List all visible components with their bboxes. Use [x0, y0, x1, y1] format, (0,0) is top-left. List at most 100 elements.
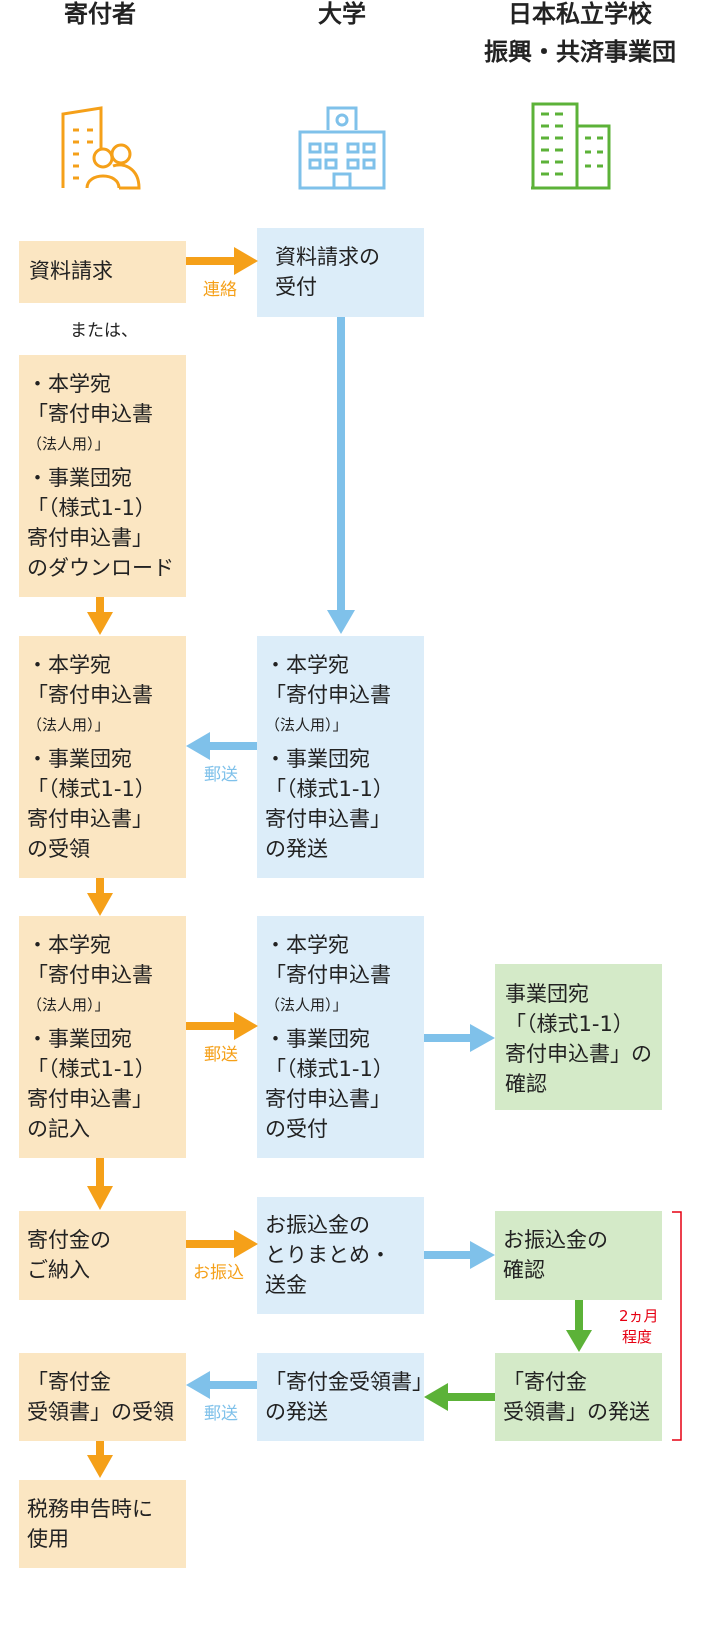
box-line: ・事業団宛	[27, 466, 132, 490]
box-line: 「（様式1-1）	[27, 496, 156, 520]
send-receipt-foundation-box: 「寄付金 受領書」の発送	[495, 1353, 662, 1441]
box-line: 受領書」の受領	[27, 1400, 174, 1424]
box-line: ・本学宛	[27, 372, 111, 396]
box-line: の記入	[27, 1117, 90, 1141]
box-line: 税務申告時に	[27, 1497, 153, 1521]
arrow-down-blue	[327, 317, 355, 634]
tax-box: 税務申告時に 使用	[19, 1480, 186, 1568]
label-contact: 連絡	[203, 280, 237, 300]
box-line: 寄付申込書」の	[505, 1042, 652, 1066]
box-line: 確認	[503, 1258, 545, 1282]
duration-bracket	[672, 1211, 682, 1441]
receive-receipt-box: 「寄付金 受領書」の受領	[19, 1353, 186, 1441]
arrow-down-orange	[87, 878, 113, 916]
box-line: お振込金の	[503, 1228, 608, 1252]
arrow-down-orange	[87, 597, 113, 635]
box-line: お振込金の	[265, 1213, 370, 1237]
confirm-transfer-box: お振込金の 確認	[495, 1211, 662, 1300]
box-line: 「（様式1-1）	[265, 777, 394, 801]
box-line: （法人用）」	[265, 716, 348, 734]
box-line: 「（様式1-1）	[27, 1057, 156, 1081]
box-line: ・事業団宛	[27, 747, 132, 771]
box-line: 使用	[27, 1527, 69, 1551]
box-line: 確認	[505, 1072, 547, 1096]
arrow-down-orange	[87, 1441, 113, 1478]
request-box: 資料請求	[19, 241, 186, 303]
arrow-left-mail	[186, 732, 257, 760]
arrow-down-orange	[87, 1158, 113, 1210]
box-line: 「寄付申込書	[27, 683, 153, 707]
box-line: 寄付申込書」	[27, 807, 153, 831]
box-line: の受領	[27, 837, 90, 861]
box-line: 「（様式1-1）	[265, 1057, 394, 1081]
box-line: （法人用）」	[27, 716, 110, 734]
box-line: ・事業団宛	[265, 747, 370, 771]
box-line: の受付	[265, 1117, 328, 1141]
arrow-right-blue	[424, 1241, 495, 1269]
box-line: 寄付申込書」	[27, 1087, 153, 1111]
header-foundation-line1: 日本私立学校	[508, 0, 652, 28]
box-line: ご納入	[27, 1258, 90, 1282]
confirm-form-box: 事業団宛 「（様式1-1） 寄付申込書」の 確認	[495, 964, 662, 1110]
box-line: ・事業団宛	[27, 1027, 132, 1051]
arrow-left-mail-receipt	[186, 1371, 257, 1399]
header-donor: 寄付者	[64, 0, 136, 28]
box-line: とりまとめ・	[265, 1243, 391, 1267]
send-forms-box: ・本学宛 「寄付申込書 （法人用）」 ・事業団宛 「（様式1-1） 寄付申込書」…	[257, 636, 424, 878]
header-foundation-line2: 振興・共済事業団	[484, 38, 676, 66]
fill-forms-box: ・本学宛 「寄付申込書 （法人用）」 ・事業団宛 「（様式1-1） 寄付申込書」…	[19, 916, 186, 1158]
box-line: 受領書」の発送	[503, 1400, 650, 1424]
box-line: 受付	[275, 275, 317, 299]
download-box: ・本学宛 「寄付申込書 （法人用）」 ・事業団宛 「（様式1-1） 寄付申込書」…	[19, 355, 186, 597]
university-building-icon	[298, 106, 386, 190]
label-mail-forward: 郵送	[204, 1045, 238, 1065]
box-line: ・本学宛	[27, 653, 111, 677]
box-line: 寄付申込書」	[265, 1087, 391, 1111]
box-line: 資料請求の	[275, 245, 380, 269]
label-mail-receipt: 郵送	[204, 1404, 238, 1424]
arrow-right-blue	[424, 1024, 495, 1052]
box-line: 寄付金の	[27, 1228, 111, 1252]
arrow-right-transfer	[186, 1230, 258, 1258]
box-line: （法人用）」	[27, 996, 110, 1014]
box-line: 寄付申込書」	[27, 526, 153, 550]
box-line: 「寄付金受領書」	[265, 1370, 433, 1394]
box-line: （法人用）」	[27, 435, 110, 453]
label-transfer: お振込	[193, 1263, 244, 1283]
box-line: のダウンロード	[27, 556, 174, 580]
box-line: 「寄付金	[503, 1370, 587, 1394]
box-line: 事業団宛	[505, 982, 589, 1006]
arrow-right-contact	[186, 247, 258, 275]
box-line: の発送	[265, 837, 328, 861]
box-line: 「寄付申込書	[265, 683, 391, 707]
pay-box: 寄付金の ご納入	[19, 1211, 186, 1300]
box-line: の発送	[265, 1400, 328, 1424]
office-buildings-icon	[531, 102, 611, 190]
or-text: または、	[70, 321, 138, 341]
label-mail-back: 郵送	[204, 765, 238, 785]
box-line: 「寄付申込書	[27, 963, 153, 987]
box-line: ・本学宛	[265, 653, 349, 677]
box-line: ・事業団宛	[265, 1027, 370, 1051]
send-receipt-university-box: 「寄付金受領書」 の発送	[257, 1353, 433, 1441]
office-building-with-people-icon	[61, 106, 141, 190]
box-line: （法人用）」	[265, 996, 348, 1014]
accept-forms-box: ・本学宛 「寄付申込書 （法人用）」 ・事業団宛 「（様式1-1） 寄付申込書」…	[257, 916, 424, 1158]
box-line: 「寄付金	[27, 1370, 111, 1394]
request-line: 資料請求	[29, 259, 113, 283]
box-line: ・本学宛	[265, 933, 349, 957]
request-receive-box: 資料請求の 受付	[257, 228, 424, 317]
box-line: 「（様式1-1）	[27, 777, 156, 801]
box-line: 「（様式1-1）	[505, 1012, 634, 1036]
label-duration-line2: 程度	[622, 1328, 653, 1346]
box-line: 「寄付申込書	[265, 963, 391, 987]
label-duration-line1: 2ヵ月	[619, 1307, 659, 1325]
header-university: 大学	[318, 0, 366, 28]
box-line: 送金	[265, 1273, 307, 1297]
arrow-down-green	[566, 1300, 592, 1352]
arrow-left-green	[424, 1383, 495, 1411]
arrow-right-mail	[186, 1012, 258, 1040]
collect-box: お振込金の とりまとめ・ 送金	[257, 1197, 424, 1314]
box-line: 寄付申込書」	[265, 807, 391, 831]
